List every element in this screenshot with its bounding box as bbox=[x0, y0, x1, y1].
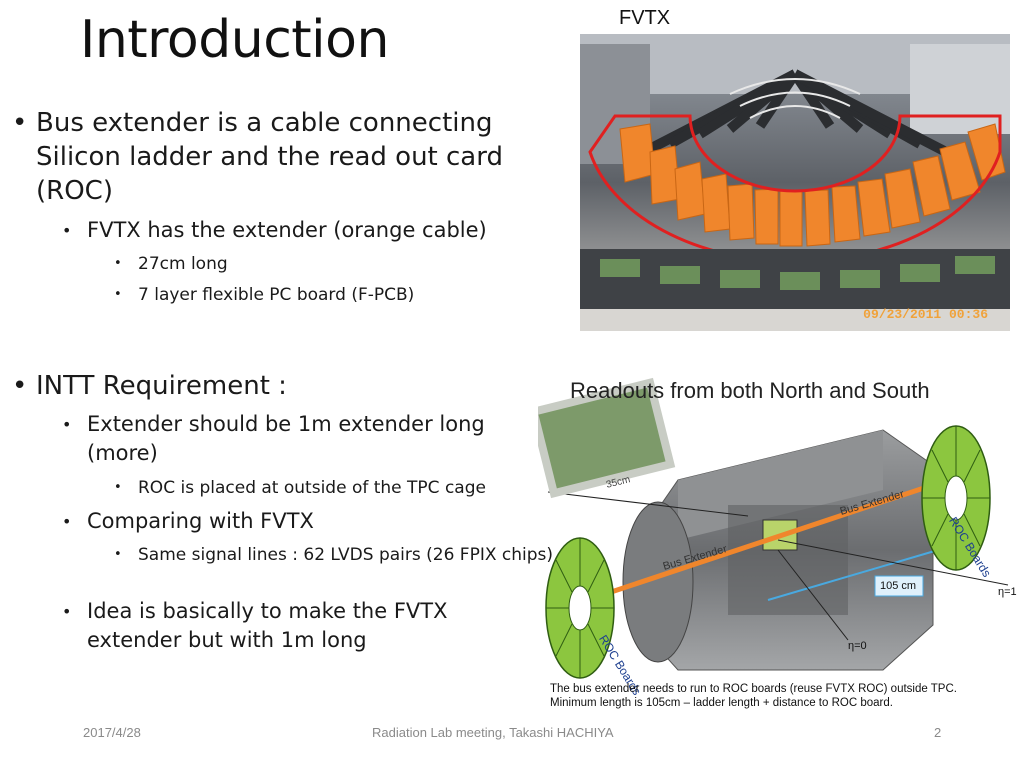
bullet-signal-lines: • Same signal lines : 62 LVDS pairs (26 … bbox=[114, 545, 554, 565]
bullet-27cm: • 27cm long bbox=[114, 254, 228, 274]
caption-line-2: Minimum length is 105cm – ladder length … bbox=[550, 697, 893, 709]
diagram-title: Readouts from both North and South bbox=[570, 378, 930, 403]
photo-date-stamp: 09/23/2011 00:36 bbox=[863, 307, 988, 322]
bullet-dot: • bbox=[114, 256, 122, 271]
bullet-fvtx-extender: • FVTX has the extender (orange cable) bbox=[62, 216, 557, 245]
caption-line-1: The bus extender needs to run to ROC boa… bbox=[550, 683, 957, 695]
footer-date: 2017/4/28 bbox=[83, 725, 141, 740]
detector-diagram-illustration bbox=[528, 377, 1009, 679]
bullet-idea: • Idea is basically to make the FVTX ext… bbox=[62, 599, 448, 652]
fvtx-photo-illustration bbox=[580, 34, 1010, 331]
slide-title: Introduction bbox=[80, 10, 389, 70]
footer-center: Radiation Lab meeting, Takashi HACHIYA bbox=[372, 725, 614, 740]
bullet-dot: • bbox=[62, 602, 72, 621]
bullet-intt-requirement: • INTT Requirement : bbox=[12, 371, 287, 401]
detector-diagram bbox=[528, 370, 1024, 715]
diagram-caption: The bus extender needs to run to ROC boa… bbox=[550, 682, 957, 710]
bullet-dot: • bbox=[62, 415, 72, 434]
bullet-bus-extender: • Bus extender is a cable connecting Sil… bbox=[12, 108, 503, 206]
bullet-dot: • bbox=[12, 108, 28, 138]
bullet-roc-outside: • ROC is placed at outside of the TPC ca… bbox=[114, 478, 486, 498]
bullet-dot: • bbox=[114, 480, 122, 495]
fvtx-photo: 09/23/2011 00:36 bbox=[580, 34, 1010, 331]
bullet-1m-extender: • Extender should be 1m extender long (m… bbox=[62, 412, 485, 465]
bullet-dot: • bbox=[62, 221, 72, 240]
bullet-comparing-fvtx: • Comparing with FVTX bbox=[62, 507, 537, 536]
diagram-label-105cm: 105 cm bbox=[880, 580, 917, 592]
bullet-7-layer: • 7 layer flexible PC board (F-PCB) bbox=[114, 285, 415, 305]
bullet-dot: • bbox=[12, 371, 28, 401]
diagram-label-eta-1: η=1 bbox=[998, 586, 1017, 598]
bullet-dot: • bbox=[114, 287, 122, 302]
bullet-dot: • bbox=[62, 512, 72, 531]
bullet-dot: • bbox=[114, 547, 122, 562]
photo-label: FVTX bbox=[619, 7, 671, 29]
footer-page-number: 2 bbox=[934, 725, 942, 740]
diagram-label-eta-0: η=0 bbox=[848, 640, 867, 652]
